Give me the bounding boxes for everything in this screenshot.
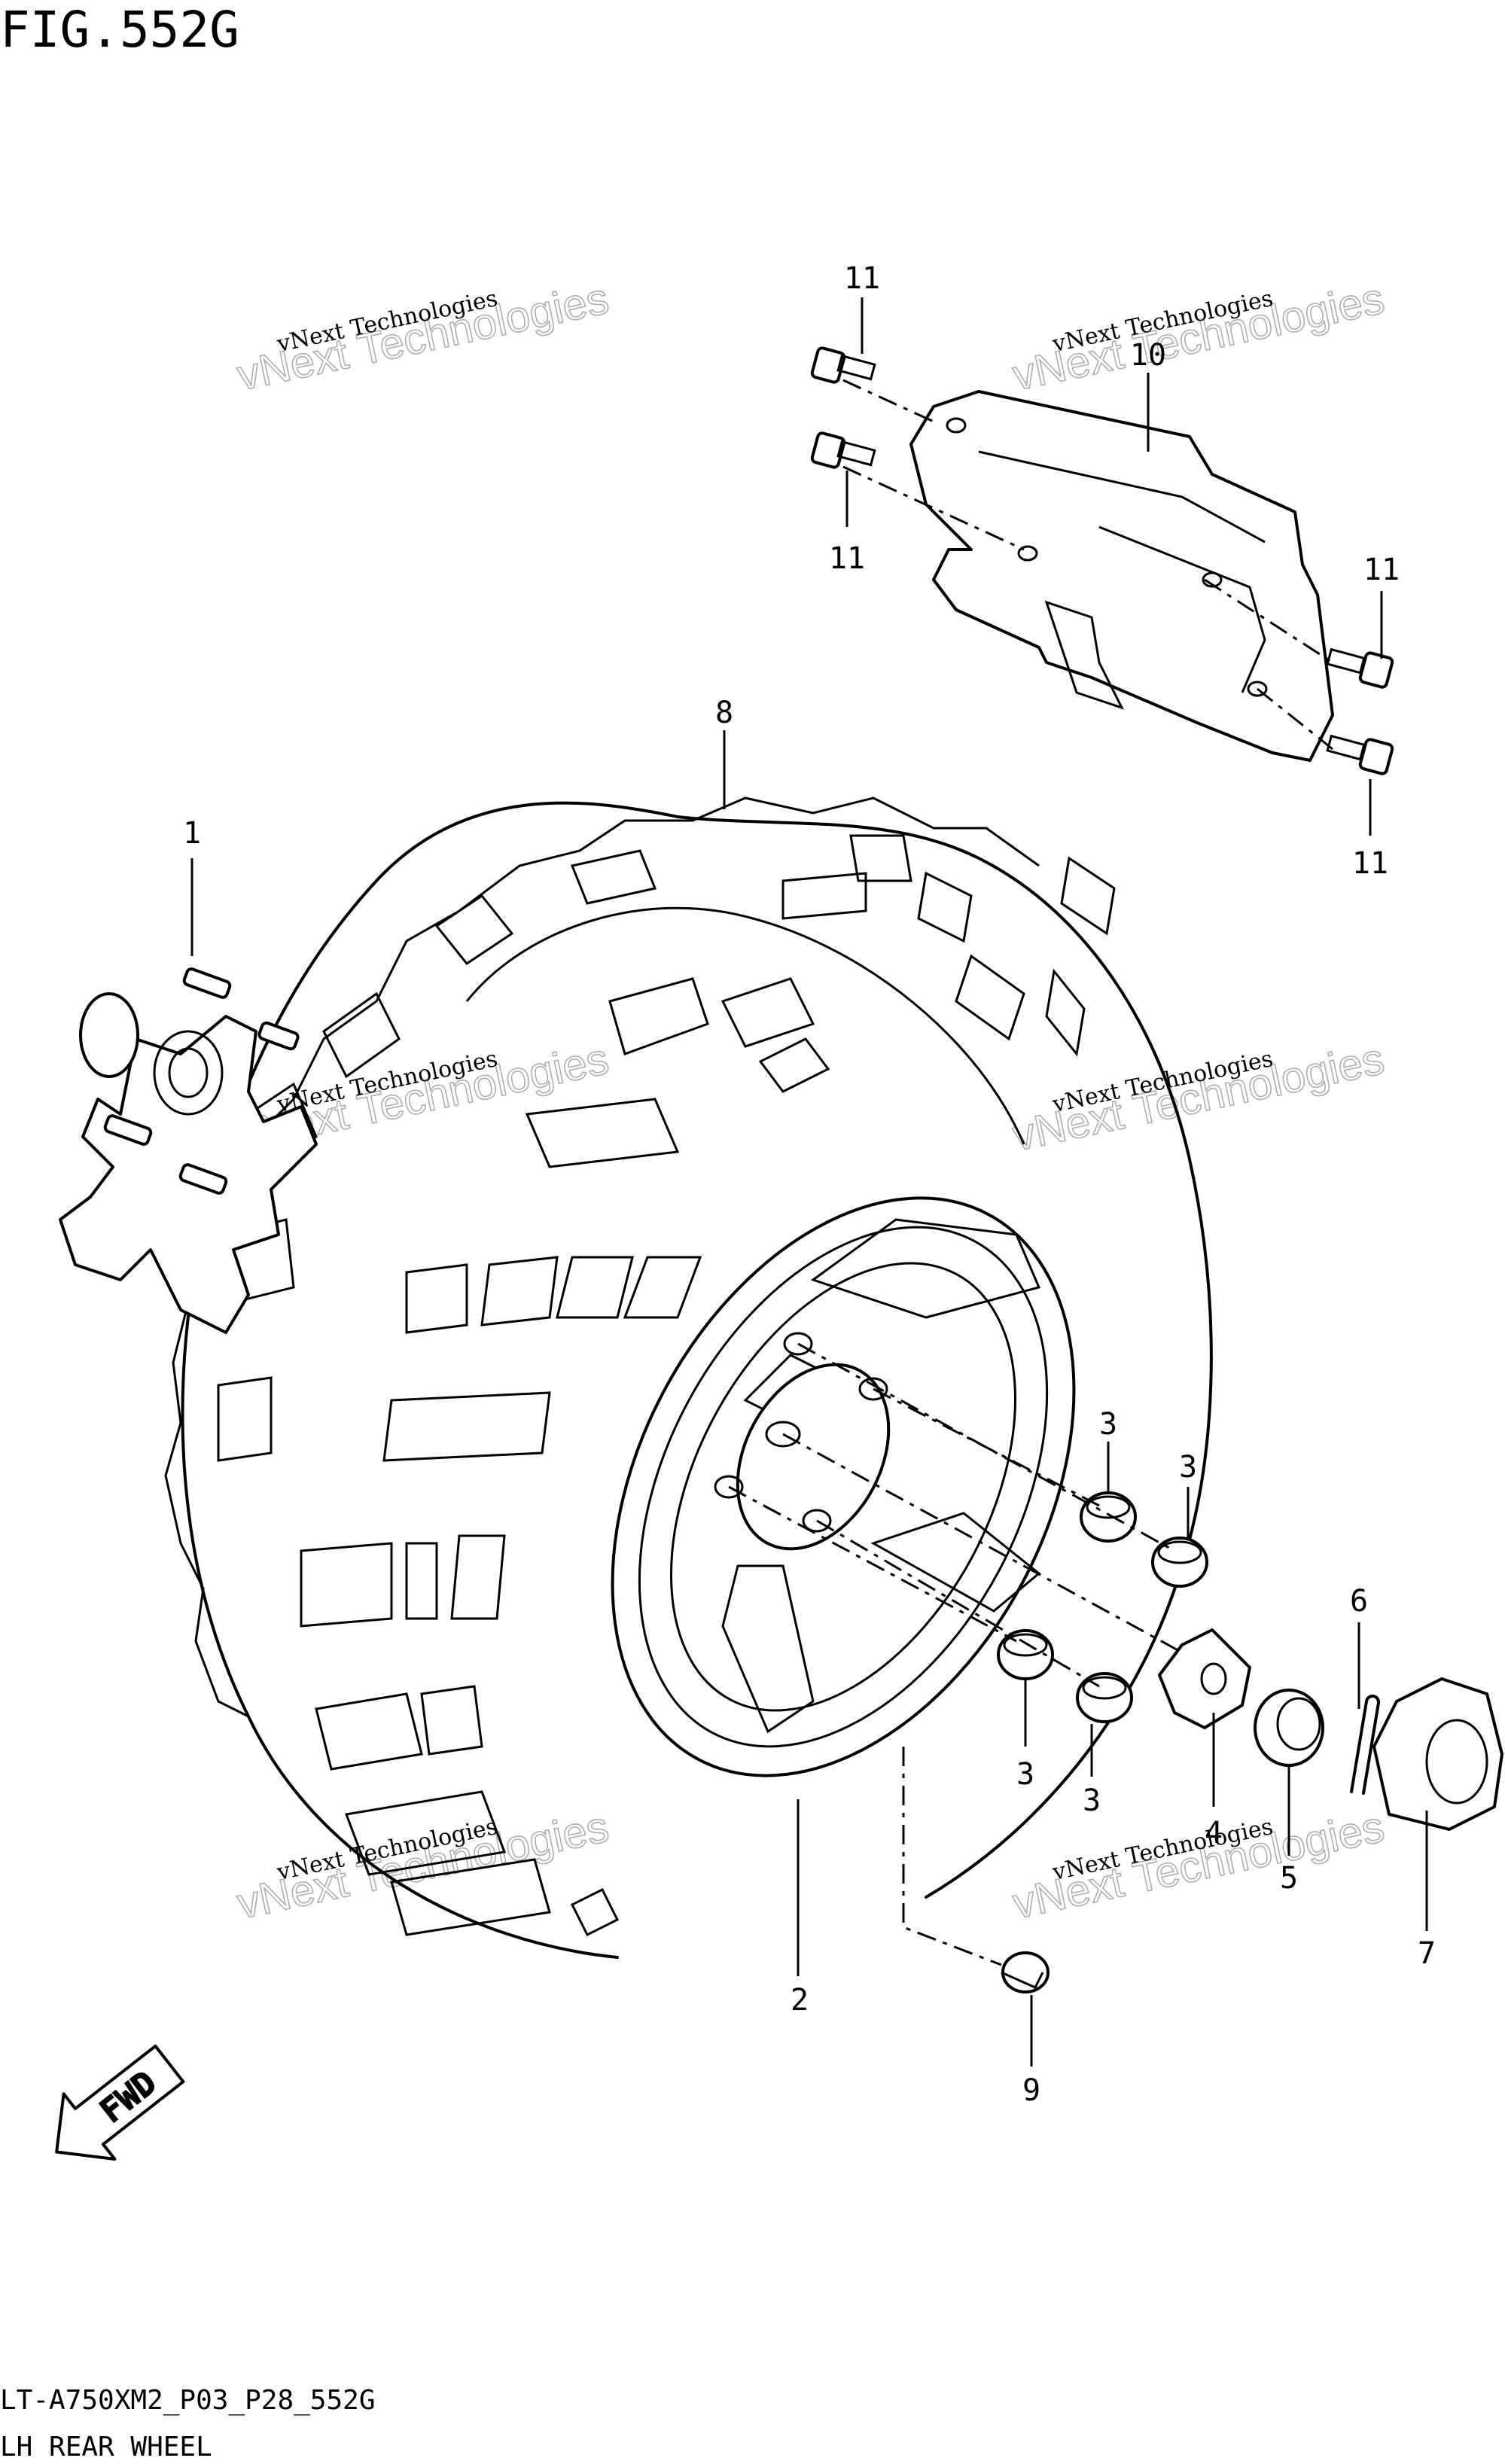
callout-3: 3 xyxy=(1083,1783,1101,1818)
bolt-drawing xyxy=(810,346,876,384)
watermark: vNext Technologies vNext Technologies xyxy=(1008,1034,1389,1162)
callout-7: 7 xyxy=(1418,1936,1436,1971)
cotter-pin-drawing xyxy=(1350,1694,1381,1795)
callout-6: 6 xyxy=(1350,1584,1368,1619)
valve-drawing xyxy=(1001,1951,1050,1993)
bolt-drawing xyxy=(1326,734,1394,775)
watermark: vNext Technologies vNext Technologies xyxy=(1008,1802,1389,1929)
hub-stud xyxy=(178,1163,228,1195)
assembly-lines xyxy=(728,379,1333,1966)
callout-11: 11 xyxy=(1352,846,1388,881)
watermark: vNext Technologies vNext Technologies xyxy=(1008,273,1389,401)
tire-drawing xyxy=(164,796,1213,1959)
bolt-drawing xyxy=(810,431,876,469)
wheel-nut-drawing xyxy=(1151,1537,1208,1588)
callout-11: 11 xyxy=(844,261,880,296)
leader-lines xyxy=(190,297,1428,2067)
callout-2: 2 xyxy=(791,1983,809,2018)
washer-drawing xyxy=(1158,1628,1251,1729)
hub-drawing xyxy=(59,967,318,1334)
bracket-drawing xyxy=(909,390,1334,762)
callout-11: 11 xyxy=(829,541,865,576)
callout-3: 3 xyxy=(1099,1407,1117,1442)
watermark: vNext Technologies vNext Technologies xyxy=(233,1802,614,1929)
callout-9: 9 xyxy=(1022,2073,1040,2108)
watermark: vNext Technologies vNext Technologies xyxy=(233,273,614,401)
bolt-drawing xyxy=(1326,647,1394,689)
wheel-nut-drawing xyxy=(1076,1672,1133,1723)
figure-code: LT-A750XM2_P03_P28_552G xyxy=(0,2385,376,2416)
callout-10: 10 xyxy=(1130,338,1166,373)
callout-4: 4 xyxy=(1205,1816,1223,1850)
tread-blocks xyxy=(217,834,1116,1937)
callout-3: 3 xyxy=(1179,1450,1197,1485)
callout-1: 1 xyxy=(183,816,201,851)
castle-nut-drawing xyxy=(1254,1689,1324,1767)
wheel-rim-drawing xyxy=(611,1196,1076,1777)
hub-cap-drawing xyxy=(1372,1677,1503,1831)
hub-stud xyxy=(182,967,232,999)
figure-name: LH REAR WHEEL xyxy=(0,2432,212,2462)
figure-title: FIG.552G xyxy=(0,1,239,59)
callout-8: 8 xyxy=(715,696,733,730)
callout-11: 11 xyxy=(1363,553,1400,587)
fwd-arrow: FWD xyxy=(55,2044,185,2161)
callout-3: 3 xyxy=(1016,1757,1034,1792)
callouts: 1 2 3 3 3 3 4 5 6 7 8 9 10 11 11 11 11 xyxy=(183,261,1436,2108)
callout-5: 5 xyxy=(1280,1861,1298,1896)
hub-stud xyxy=(103,1114,153,1146)
hub-stud xyxy=(257,1021,300,1051)
